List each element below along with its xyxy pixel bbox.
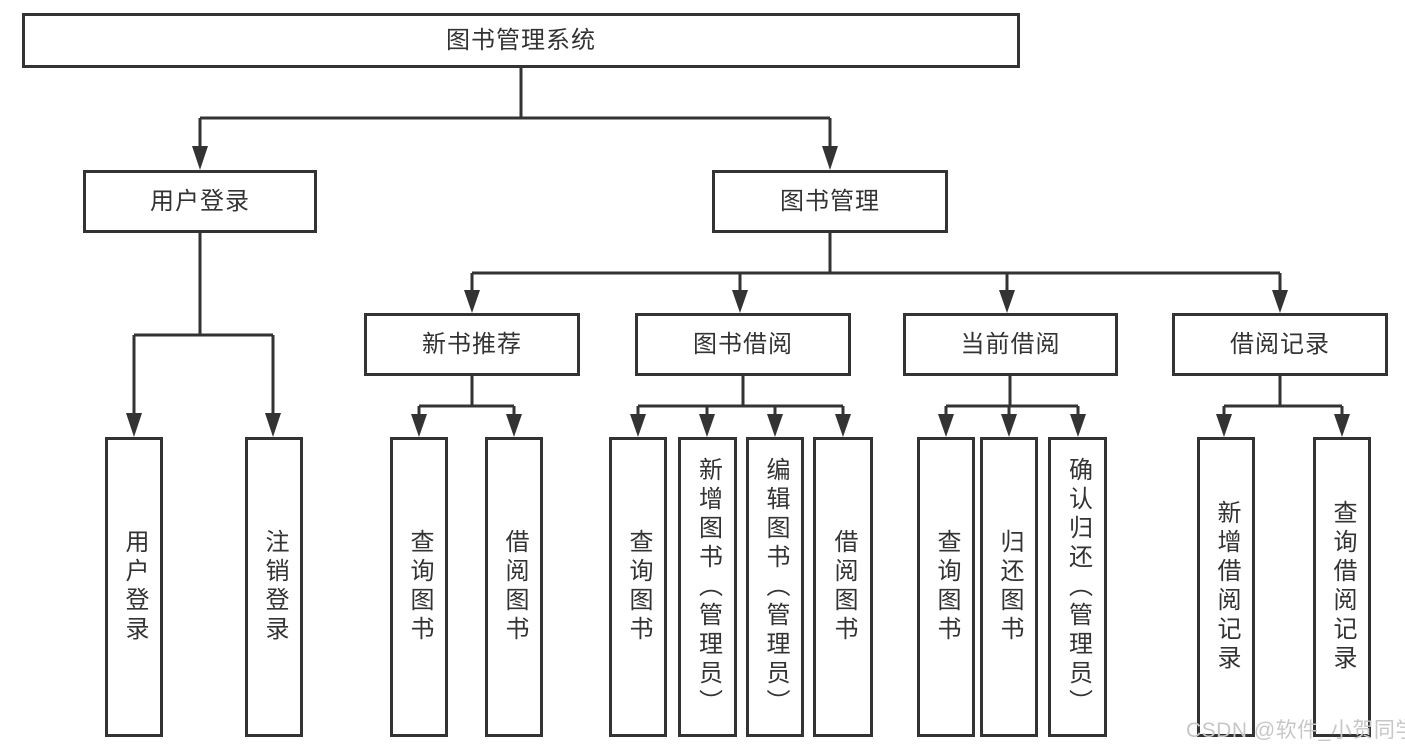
leaf-query-books-borrowing: 查询图书 — [609, 437, 667, 737]
leaf-add-borrow-record: 新增借阅记录 — [1197, 437, 1255, 737]
leaf-query-books-borrowing-label: 查询图书 — [625, 529, 652, 645]
edge-line — [1222, 376, 1344, 420]
csdn-watermark: CSDN @软件_小贺同学 — [1186, 719, 1405, 742]
leaf-borrow-books-borrowing: 借阅图书 — [813, 437, 873, 737]
arrow-down-icon — [1216, 414, 1350, 437]
edge-line — [470, 233, 1282, 292]
leaf-add-borrow-record-label: 新增借阅记录 — [1213, 500, 1240, 674]
leaf-add-books-admin-label: 新增图书（管理员） — [694, 456, 722, 718]
node-library-system: 图书管理系统 — [22, 13, 1020, 68]
leaf-borrow-books-borrowing-label: 借阅图书 — [830, 529, 857, 645]
edge-line — [417, 376, 516, 420]
leaf-query-borrow-record: 查询借阅记录 — [1313, 437, 1371, 737]
edge-line — [636, 376, 845, 420]
edges-root-arrowheads — [192, 146, 838, 170]
leaf-query-books-recommend: 查询图书 — [390, 437, 448, 737]
arrow-down-icon — [192, 146, 838, 170]
edges-book-management — [470, 233, 1282, 292]
arrow-down-icon — [464, 290, 1288, 313]
leaf-add-books-admin: 新增图书（管理员） — [678, 437, 737, 737]
leaf-user-login: 用户登录 — [105, 437, 163, 737]
node-book-management: 图书管理 — [712, 170, 948, 233]
edges-book-management-arrowheads — [464, 290, 1288, 313]
leaf-borrow-books-recommend: 借阅图书 — [485, 437, 543, 737]
leaf-user-login-label: 用户登录 — [121, 529, 148, 645]
edge-line — [132, 233, 275, 415]
edges-new-book-recommend-arrowheads — [411, 414, 522, 437]
leaf-edit-books-admin-label: 编辑图书（管理员） — [762, 456, 789, 718]
node-new-book-recommend: 新书推荐 — [364, 313, 580, 376]
leaf-query-books-recommend-label: 查询图书 — [406, 529, 433, 645]
leaf-query-books-current-label: 查询图书 — [933, 529, 960, 645]
arrow-down-icon — [126, 413, 281, 437]
node-borrowing-records: 借阅记录 — [1172, 313, 1388, 376]
edges-borrowing-records — [1222, 376, 1344, 420]
edges-borrowing-records-arrowheads — [1216, 414, 1350, 437]
arrow-down-icon — [938, 414, 1086, 437]
edges-new-book-recommend — [417, 376, 516, 420]
edges-book-borrowing — [636, 376, 845, 420]
edges-book-borrowing-arrowheads — [630, 414, 851, 437]
edge-line — [198, 68, 832, 150]
leaf-logout-label: 注销登录 — [261, 529, 288, 645]
arrow-down-icon — [630, 414, 851, 437]
leaf-return-books-label: 归还图书 — [996, 529, 1023, 645]
leaf-query-borrow-record-label: 查询借阅记录 — [1329, 500, 1356, 674]
leaf-return-books: 归还图书 — [980, 437, 1038, 737]
leaf-edit-books-admin: 编辑图书（管理员） — [746, 437, 804, 737]
node-current-borrowing: 当前借阅 — [903, 313, 1118, 376]
leaf-query-books-current: 查询图书 — [917, 437, 975, 737]
edge-line — [944, 376, 1080, 420]
arrow-down-icon — [411, 414, 522, 437]
node-book-borrowing: 图书借阅 — [635, 313, 851, 376]
leaf-logout: 注销登录 — [245, 437, 303, 737]
leaf-confirm-return-admin: 确认归还（管理员） — [1048, 437, 1107, 737]
node-user-login: 用户登录 — [83, 170, 317, 233]
edges-user-login — [132, 233, 275, 415]
edges-current-borrowing-arrowheads — [938, 414, 1086, 437]
leaf-confirm-return-admin-label: 确认归还（管理员） — [1064, 456, 1092, 718]
leaf-borrow-books-recommend-label: 借阅图书 — [501, 529, 528, 645]
edges-user-login-arrowheads — [126, 413, 281, 437]
edges-root — [198, 68, 832, 150]
edges-current-borrowing — [944, 376, 1080, 420]
